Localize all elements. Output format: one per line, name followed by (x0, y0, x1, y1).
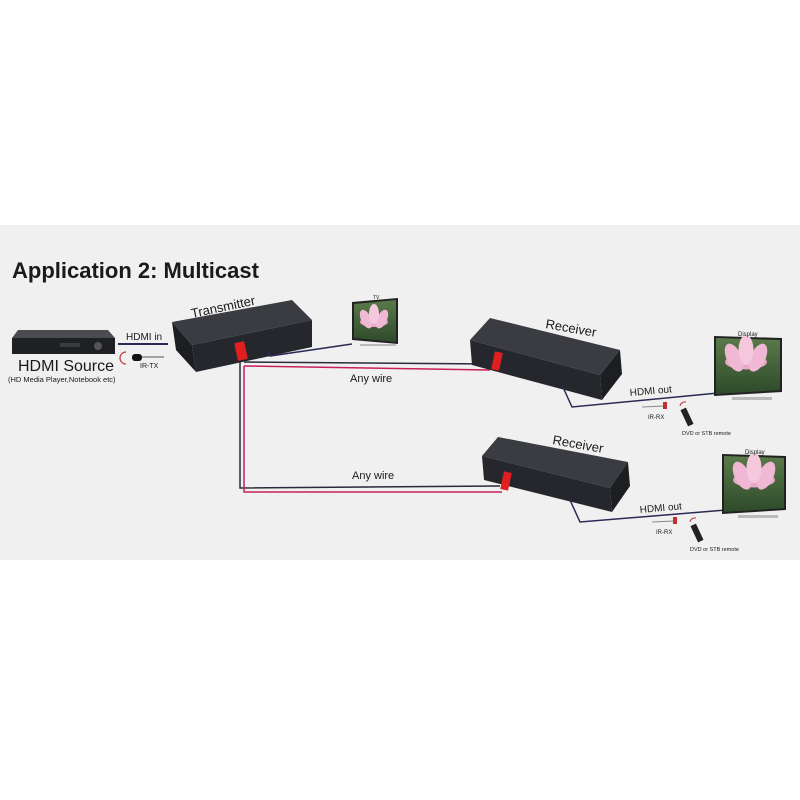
any-wire-label-1: Any wire (350, 373, 392, 385)
display-1-label: Display (738, 332, 758, 338)
receiver-2-remote-label: DVD or STB remote (690, 547, 739, 553)
receiver-2-remote-icon (690, 523, 704, 543)
receiver-2-hdmi-cable (569, 499, 727, 523)
receiver-1-device (470, 318, 622, 400)
receiver-1-remote-icon (680, 407, 694, 427)
hdmi-source-device (12, 330, 115, 354)
hdmi-source-label: HDMI Source (18, 358, 114, 375)
transmitter-plug (234, 341, 248, 361)
receiver-2-device (482, 437, 630, 512)
receiver-2-plug (500, 471, 512, 491)
receiver-1-remote-signal-icon (679, 401, 687, 407)
display-1 (714, 335, 782, 400)
receiver-2-ir-rx-label: IR-RX (656, 530, 672, 536)
ir-tx-sensor-icon (132, 354, 142, 361)
any-wire-cables (239, 361, 502, 493)
ir-tx-label: IR-TX (140, 363, 159, 370)
diagram-title: Application 2: Multicast (12, 258, 260, 283)
any-wire-label-2: Any wire (352, 470, 394, 482)
receiver-2-ir-rx-icon (673, 517, 677, 524)
diagram-background (0, 225, 800, 560)
receiver-1-plug (491, 351, 503, 371)
ir-tx-signal-icon (119, 351, 127, 365)
tv-hdmi-cable (267, 343, 353, 357)
transmitter-device (172, 300, 312, 372)
receiver-2-remote-signal-icon (689, 517, 697, 523)
receiver-1-ir-rx-icon (663, 402, 667, 409)
hdmi-source-sublabel: (HD Media Player,Notebook etc) (8, 375, 116, 384)
receiver-1-remote-label: DVD or STB remote (682, 431, 731, 437)
receiver-1-hdmi-out-label: HDMI out (629, 384, 672, 399)
receiver-2-hdmi-out-label: HDMI out (639, 501, 682, 516)
display-2-label: Display (745, 450, 765, 456)
receiver-2-ir-rx-cable (651, 520, 675, 523)
hdmi-in-label: HDMI in (126, 332, 162, 343)
display-2 (722, 453, 786, 518)
receiver-1-hdmi-cable (561, 384, 719, 408)
receiver-1-ir-rx-label: IR-RX (648, 415, 664, 421)
tv-display (352, 298, 398, 346)
tv-label: TV (373, 295, 380, 301)
receiver-1-ir-rx-cable (641, 405, 665, 408)
